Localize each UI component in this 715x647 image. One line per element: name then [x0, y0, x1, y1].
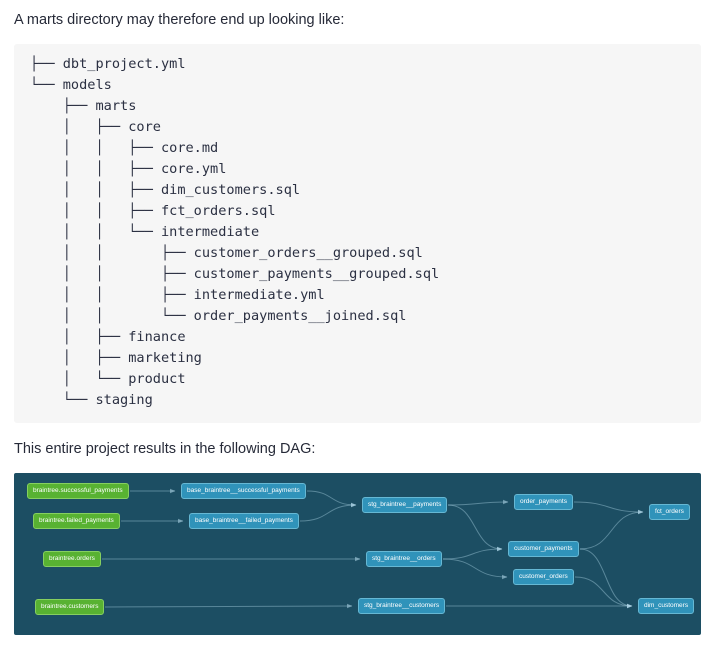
dag-edge-base_braintree_successful_payments-to-stg_braintree_payments: [306, 490, 357, 508]
dag-edge-stg_braintree_orders-to-customer_orders: [442, 558, 508, 580]
dag-intro-paragraph: This entire project results in the follo…: [14, 441, 316, 457]
dag-edge-stg_braintree_payments-to-customer_payments: [447, 504, 503, 552]
directory-tree-code-block: ├── dbt_project.yml └── models ├── marts…: [14, 44, 701, 423]
dag-edge-customer_orders-to-dim_customers: [574, 576, 633, 609]
dag-edges: [101, 488, 644, 609]
directory-tree: ├── dbt_project.yml └── models ├── marts…: [30, 56, 440, 408]
dag-node-braintree_orders[interactable]: braintree.orders: [43, 551, 101, 567]
dag-edge-order_payments-to-fct_orders: [573, 501, 644, 515]
dag-canvas: braintree.successful_payments braintree.f…: [14, 473, 701, 635]
dag-node-dim_customers[interactable]: dim_customers: [638, 598, 695, 614]
intro-paragraph: A marts directory may therefore end up l…: [14, 12, 345, 28]
dag-section: braintree.successful_payments braintree.f…: [14, 473, 701, 635]
dag-edge-customer_payments-to-fct_orders: [579, 509, 644, 550]
dag-node-fct_orders[interactable]: fct_orders: [649, 504, 690, 520]
dag-node-customer_payments[interactable]: customer_payments: [508, 541, 579, 557]
dag-node-base_braintree_successful_payments[interactable]: base_braintree__successful_payments: [181, 483, 306, 499]
dag-node-braintree_customers[interactable]: braintree.customers: [35, 599, 105, 615]
dag-node-base_braintree_failed_payments[interactable]: base_braintree__failed_payments: [189, 513, 299, 529]
dag-node-stg_braintree_customers[interactable]: stg_braintree__customers: [358, 598, 446, 614]
dag-node-stg_braintree_payments[interactable]: stg_braintree__payments: [362, 497, 448, 513]
dag-node-braintree_failed_payments[interactable]: braintree.failed_payments: [33, 513, 120, 529]
dag-node-order_payments[interactable]: order_payments: [514, 494, 573, 510]
dag-edge-base_braintree_failed_payments-to-stg_braintree_payments: [299, 502, 357, 522]
dag-edge-customer_payments-to-dim_customers: [579, 548, 633, 609]
dag-node-stg_braintree_orders[interactable]: stg_braintree__orders: [366, 551, 442, 567]
dag-edge-stg_braintree_payments-to-order_payments: [447, 499, 509, 506]
dag-edge-stg_braintree_orders-to-customer_payments: [442, 546, 503, 560]
dag-node-braintree_successful_payments[interactable]: braintree.successful_payments: [27, 483, 129, 499]
dag-edge-braintree_customers-to-stg_braintree_customers: [104, 603, 353, 609]
dag-node-customer_orders[interactable]: customer_orders: [513, 569, 574, 585]
